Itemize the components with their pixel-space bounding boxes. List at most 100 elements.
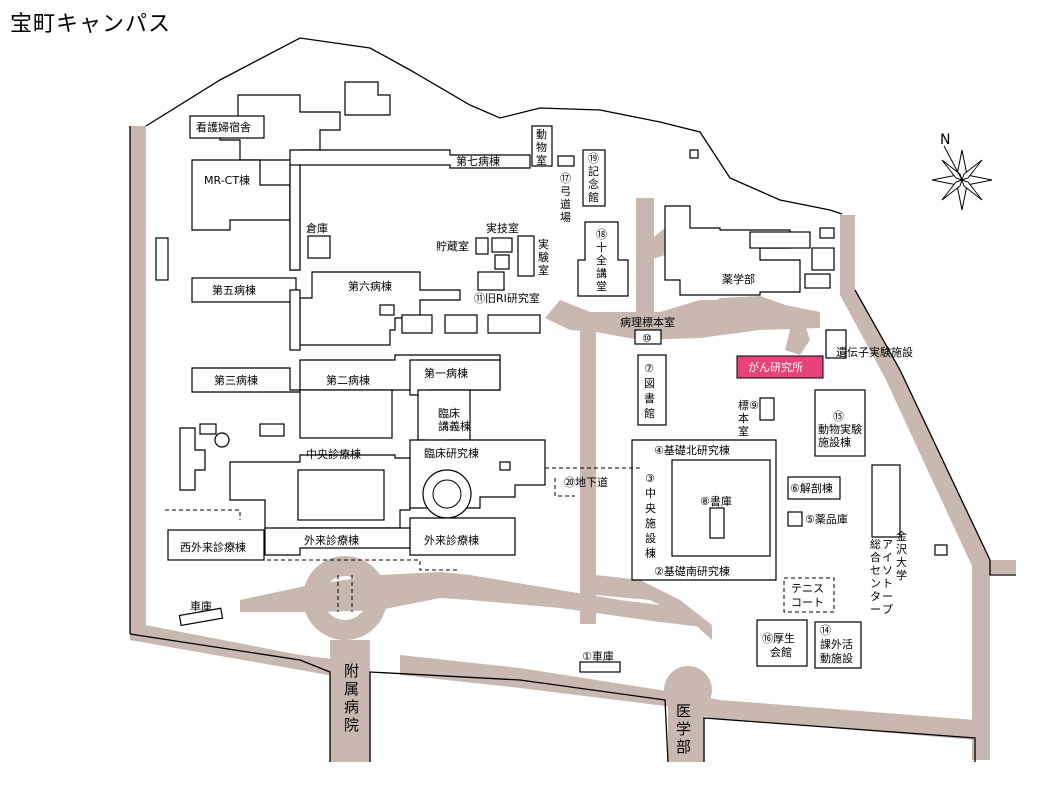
svg-text:ト: ト: [882, 577, 893, 590]
label-nishi-gairai: 西外来診療棟: [180, 540, 246, 554]
svg-text:金: 金: [896, 529, 907, 543]
svg-text:大: 大: [896, 555, 907, 569]
svg-text:実: 実: [538, 237, 549, 251]
svg-text:課外活: 課外活: [820, 637, 853, 651]
label-gairai1: 外来診療棟: [304, 533, 359, 547]
label-chuo-shinryo: 中央診療棟: [306, 447, 361, 461]
svg-text:学: 学: [676, 720, 691, 738]
gan-kenkyusho-marker: [736, 355, 824, 379]
label-juzen: ⑱ 十 全 講 堂: [596, 228, 607, 293]
label-kosei: ⑯厚生 会館: [762, 631, 795, 659]
label-doubutsu15: ⑮ 動物実験 施設棟: [818, 410, 862, 449]
svg-text:臨床: 臨床: [438, 406, 460, 420]
svg-text:病: 病: [344, 698, 359, 716]
label-jikken: 実 験 室: [538, 237, 549, 277]
campus-boundary-south2: [369, 671, 669, 763]
svg-text:会館: 会館: [770, 645, 792, 659]
svg-text:医: 医: [676, 702, 691, 720]
tunnel-line-2: [554, 478, 575, 497]
label-tennis: テニス コート: [791, 582, 824, 609]
label-fuzoku: 附 属 病 院: [344, 662, 359, 734]
highlight-gan-kenkyusho[interactable]: がん研究所: [736, 355, 824, 379]
svg-text:道: 道: [560, 197, 571, 211]
label-dai5: 第五病棟: [212, 283, 256, 297]
svg-text:ン: ン: [870, 577, 881, 590]
svg-text:念: 念: [588, 177, 599, 191]
campus-boundary-south: [129, 633, 331, 762]
svg-text:講義棟: 講義棟: [438, 419, 471, 433]
svg-text:ソ: ソ: [882, 564, 893, 577]
label-byouri: 病理標本室: [620, 315, 675, 329]
svg-text:堂: 堂: [596, 280, 607, 293]
svg-text:学: 学: [896, 568, 907, 582]
label-dai6: 第六病棟: [348, 279, 392, 293]
label-kinen: ⑲ 記 念 館: [588, 152, 599, 204]
svg-text:合: 合: [870, 550, 881, 564]
svg-text:セ: セ: [870, 564, 881, 577]
svg-text:部: 部: [676, 738, 691, 756]
compass-n-label: N: [940, 132, 950, 148]
svg-text:⑲: ⑲: [588, 152, 599, 165]
buildings-outlines: [155, 81, 948, 673]
svg-text:棟: 棟: [645, 546, 656, 560]
label-igakubu: 医 学 部: [676, 702, 691, 756]
gan-kenkyusho-label: がん研究所: [748, 360, 803, 374]
svg-text:沢: 沢: [896, 542, 907, 556]
svg-text:講: 講: [596, 266, 607, 280]
svg-text:本: 本: [738, 411, 749, 425]
label-dai3: 第三病棟: [214, 373, 258, 387]
road-roundabout-north: [240, 572, 710, 628]
svg-text:附: 附: [344, 662, 359, 680]
road-juzen: [636, 198, 654, 320]
road-east-diagonal: [840, 215, 990, 760]
label-dai7: 第七病棟: [456, 154, 500, 168]
label-kagai: ⑭ 課外活 動施設: [820, 624, 853, 665]
tennis-court-outline: [783, 577, 835, 613]
campus-boundary-east: [854, 289, 1016, 576]
svg-text:設: 設: [645, 531, 656, 545]
svg-text:ー: ー: [870, 603, 881, 616]
label-idenshi: 遺伝子実験施設: [836, 345, 913, 359]
svg-text:全: 全: [596, 253, 607, 267]
label-shako2: ①車庫: [582, 649, 614, 663]
svg-text:プ: プ: [882, 603, 893, 616]
label-rinsho-kogi: 臨床 講義棟: [438, 406, 471, 433]
label-souko: 倉庫: [306, 221, 328, 235]
label-kyudo: ⑰ 弓 道 場: [560, 172, 571, 224]
svg-text:書: 書: [644, 391, 655, 405]
svg-text:館: 館: [644, 406, 655, 420]
svg-text:十: 十: [596, 240, 607, 254]
label-toshokan: ⑦ 図 書 館: [644, 362, 655, 420]
svg-text:物: 物: [536, 140, 547, 154]
label-no10: ⑩: [642, 332, 652, 345]
dashed-elements: [165, 467, 835, 613]
label-shoko: ⑧書庫: [700, 494, 732, 508]
svg-text:ー: ー: [882, 590, 893, 603]
svg-text:室: 室: [536, 153, 547, 167]
svg-text:記: 記: [588, 164, 599, 178]
svg-text:イ: イ: [882, 551, 893, 564]
label-dai2: 第二病棟: [326, 373, 370, 387]
svg-text:⑰: ⑰: [560, 172, 571, 185]
road-east-stub: [840, 215, 855, 295]
svg-text:⑱: ⑱: [596, 228, 607, 241]
svg-text:室: 室: [738, 424, 749, 438]
svg-text:央: 央: [645, 502, 656, 515]
svg-text:標⑨: 標⑨: [738, 398, 759, 412]
label-jitsugi: 実技室: [486, 221, 519, 235]
svg-text:図: 図: [644, 377, 655, 390]
label-yakugaku: 薬学部: [722, 272, 755, 286]
svg-text:場: 場: [560, 211, 571, 224]
svg-text:動: 動: [536, 127, 547, 141]
road-west: [130, 126, 146, 634]
svg-text:ア: ア: [882, 538, 893, 551]
svg-text:総: 総: [870, 537, 881, 551]
road-central: [580, 318, 596, 624]
svg-text:⑯厚生: ⑯厚生: [762, 631, 795, 645]
svg-text:テニス: テニス: [791, 582, 824, 595]
label-chuo-shisetsu: ③ 中 央 施 設 棟: [645, 472, 656, 560]
labels: 看護婦宿舎 MR-CT棟 第七病棟 第五病棟 倉庫 第六病棟 実技室 貯蔵室 実…: [180, 120, 913, 756]
label-shako1: 車庫: [190, 599, 212, 613]
page-title: 宝町キャンパス: [10, 12, 172, 37]
